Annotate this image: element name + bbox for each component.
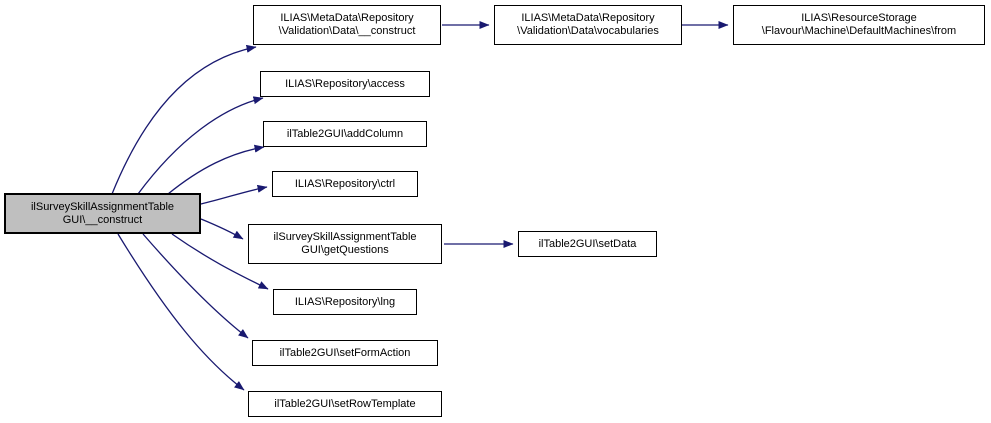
node-metadata-construct[interactable]: ILIAS\MetaData\Repository \Validation\Da… bbox=[253, 5, 441, 45]
edge-construct-to-setformaction bbox=[142, 233, 249, 339]
edge-construct-to-setrowtemplate bbox=[117, 233, 245, 391]
node-repository-lng[interactable]: ILIAS\Repository\lng bbox=[273, 289, 417, 315]
edge-construct-to-addcolumn bbox=[167, 144, 265, 195]
edge-construct-to-lng bbox=[171, 233, 269, 290]
edge-construct-to-ctrl bbox=[200, 184, 268, 205]
node-repository-access[interactable]: ILIAS\Repository\access bbox=[260, 71, 430, 97]
node-table2gui-addcolumn[interactable]: ilTable2GUI\addColumn bbox=[263, 121, 427, 147]
node-getquestions[interactable]: ilSurveySkillAssignmentTable GUI\getQues… bbox=[248, 224, 442, 264]
node-table2gui-setformaction[interactable]: ilTable2GUI\setFormAction bbox=[252, 340, 438, 366]
node-resourcestorage-from[interactable]: ILIAS\ResourceStorage \Flavour\Machine\D… bbox=[733, 5, 985, 45]
edge-construct-to-getquestions bbox=[200, 218, 244, 240]
node-table2gui-setrowtemplate[interactable]: ilTable2GUI\setRowTemplate bbox=[248, 391, 442, 417]
node-metadata-vocabularies[interactable]: ILIAS\MetaData\Repository \Validation\Da… bbox=[494, 5, 682, 45]
edge-construct-to-metadata-construct bbox=[111, 44, 257, 195]
node-repository-ctrl[interactable]: ILIAS\Repository\ctrl bbox=[272, 171, 418, 197]
edge-construct-to-access bbox=[137, 96, 264, 195]
node-main-construct: ilSurveySkillAssignmentTable GUI\__const… bbox=[4, 193, 201, 234]
node-table2gui-setdata[interactable]: ilTable2GUI\setData bbox=[518, 231, 657, 257]
